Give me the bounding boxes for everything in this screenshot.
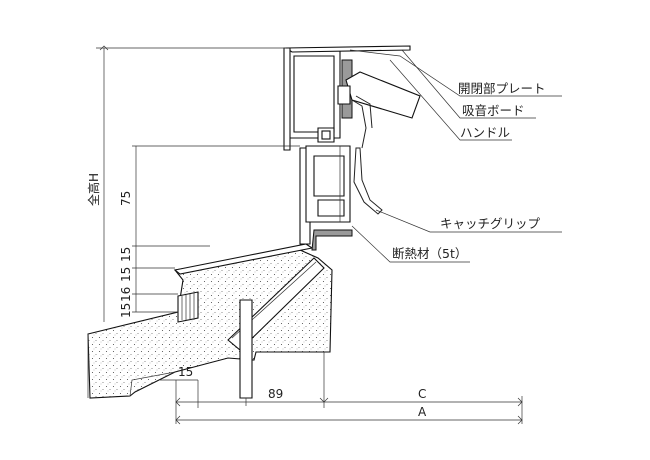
dim-total-height: 全高H xyxy=(86,173,101,206)
callout-acoustic-board: 吸音ボード xyxy=(462,103,525,118)
callout-handle: ハンドル xyxy=(460,125,510,140)
dim-15-upper: 15 xyxy=(119,247,133,262)
drain-pipe xyxy=(177,291,199,323)
anchor-post xyxy=(239,299,253,399)
dim-15-mid: 15 xyxy=(119,267,133,282)
horizontal-dimensions xyxy=(160,352,523,425)
dim-15-bottom: 15 xyxy=(178,365,193,379)
dim-16: 16 xyxy=(119,287,133,302)
callout-leaders xyxy=(349,49,562,263)
concrete-body xyxy=(87,249,333,399)
dim-75: 75 xyxy=(119,191,133,206)
dim-15-lower: 15 xyxy=(119,303,133,318)
callout-plate: 開閉部プレート xyxy=(458,81,546,96)
vertical-dimensions xyxy=(96,45,300,322)
callout-catch-grip: キャッチグリップ xyxy=(440,216,541,231)
dim-A: A xyxy=(418,405,427,419)
dim-C: C xyxy=(418,387,426,401)
dim-89: 89 xyxy=(268,387,283,401)
callout-insulation: 断熱材（5t） xyxy=(392,246,467,261)
frame-assembly xyxy=(173,45,421,275)
